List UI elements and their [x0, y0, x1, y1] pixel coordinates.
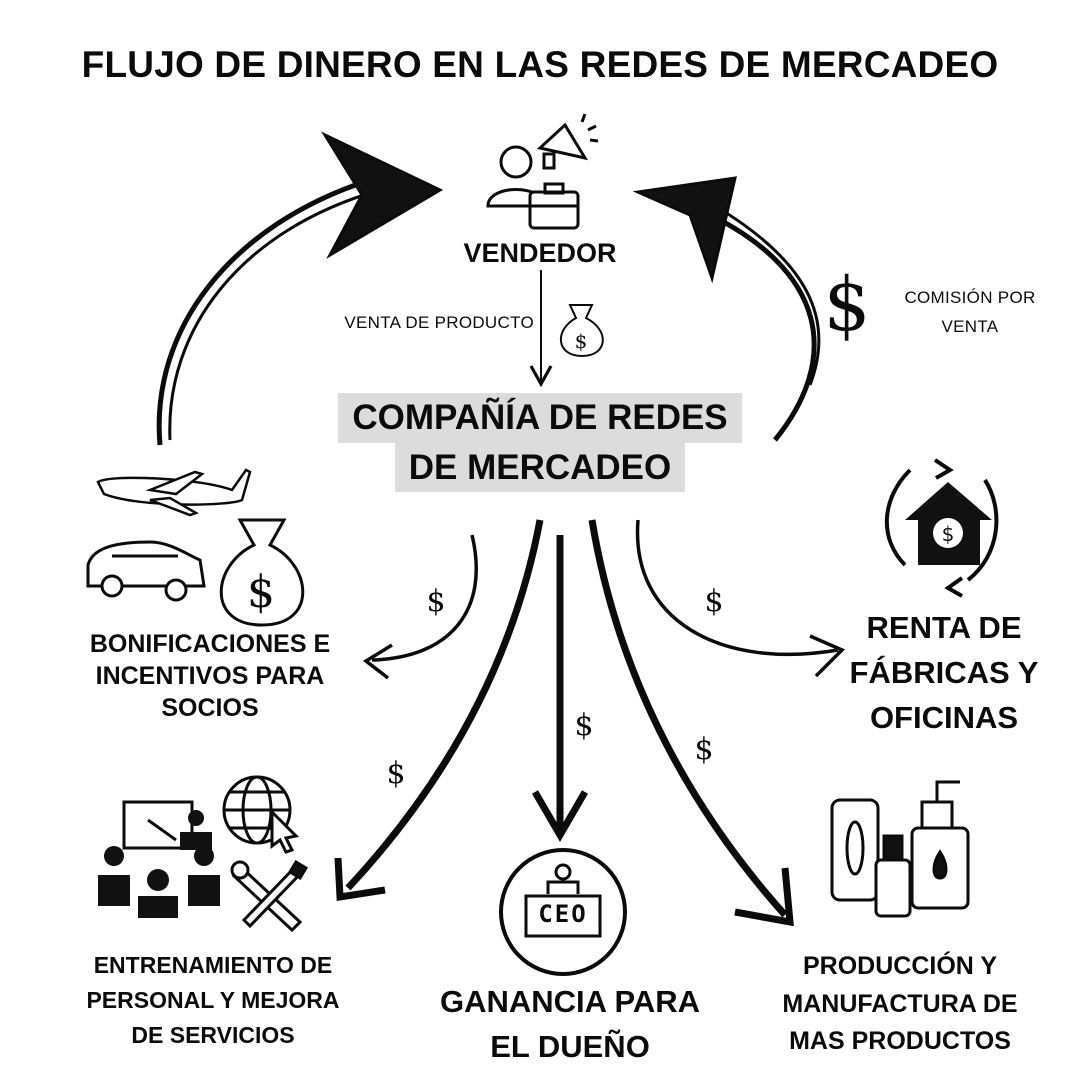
ceo-badge-text: CEO [538, 900, 588, 928]
rent-line3: OFICINAS [869, 699, 1019, 735]
flow-dollar-bonuses: $ [426, 584, 446, 619]
ceo-icon [499, 848, 627, 976]
cosmetic-bottles-icon [830, 780, 970, 918]
seller-label: VENDEDOR [463, 238, 617, 268]
svg-text:$: $ [575, 329, 588, 353]
big-money-bag-icon: $ [219, 518, 305, 627]
left-big-arrowhead [156, 131, 444, 446]
arrow-to-training [345, 519, 544, 891]
rent-line1: RENTA DE [866, 610, 1022, 645]
arrow-to-production [588, 519, 788, 918]
flow-dollar-production: $ [694, 732, 714, 767]
svg-text:$: $ [247, 567, 275, 618]
car-icon [86, 540, 206, 602]
production-line1: PRODUCCIÓN Y [802, 952, 997, 980]
svg-text:$: $ [942, 522, 955, 546]
commission-dollar-icon: $ [823, 262, 871, 348]
profit-line2: EL DUEÑO [490, 1028, 650, 1064]
globe-cursor-icon [222, 775, 300, 854]
rent-line2: FÁBRICAS Y [849, 654, 1039, 690]
diagram-title: FLUJO DE DINERO EN LAS REDES DE MERCADEO [81, 44, 999, 85]
flow-dollar-training: $ [386, 756, 406, 791]
sale-label: VENTA DE PRODUCTO [344, 313, 534, 332]
commission-line2: VENTA [941, 316, 999, 336]
wrench-screwdriver-icon [230, 859, 309, 933]
bonuses-line3: SOCIOS [161, 694, 259, 722]
money-bag-icon: $ [559, 304, 604, 358]
bonuses-line2: INCENTIVOS PARA [95, 662, 325, 690]
training-line2: PERSONAL Y MEJORA [86, 986, 340, 1013]
training-label: ENTRENAMIENTO DE PERSONAL Y MEJORA DE SE… [48, 948, 378, 1053]
production-label: PRODUCCIÓN Y MANUFACTURA DE MAS PRODUCTO… [752, 948, 1048, 1061]
airplane-icon [96, 468, 252, 517]
commission-label: COMISIÓN POR VENTA [882, 284, 1058, 342]
seller-icon [486, 113, 599, 230]
classroom-training-icon [98, 800, 220, 918]
profit-line1: GANANCIA PARA [439, 984, 701, 1019]
production-line3: MAS PRODUCTOS [789, 1027, 1011, 1055]
arrow-to-bonuses [371, 534, 478, 662]
company-line2: DE MERCADEO [394, 442, 686, 493]
company-node: COMPAÑÍA DE REDES DE MERCADEO [320, 393, 760, 493]
company-line1: COMPAÑÍA DE REDES [338, 393, 742, 443]
flow-dollar-profit: $ [574, 708, 594, 743]
production-line2: MANUFACTURA DE [782, 989, 1018, 1018]
commission-line1: COMISIÓN POR [904, 288, 1036, 307]
rent-label: RENTA DE FÁBRICAS Y OFICINAS [830, 606, 1058, 741]
flow-dollar-rent: $ [704, 584, 724, 619]
right-big-arrowhead [632, 176, 821, 442]
house-dollar-icon: $ [884, 458, 999, 598]
bonuses-line1: BONIFICACIONES E [89, 630, 331, 658]
bonuses-label: BONIFICACIONES E INCENTIVOS PARA SOCIOS [60, 628, 360, 724]
training-line3: DE SERVICIOS [131, 1021, 295, 1048]
profit-label: GANANCIA PARA EL DUEÑO [410, 980, 730, 1070]
training-line1: ENTRENAMIENTO DE [93, 952, 333, 978]
arrow-to-rent [635, 519, 839, 657]
